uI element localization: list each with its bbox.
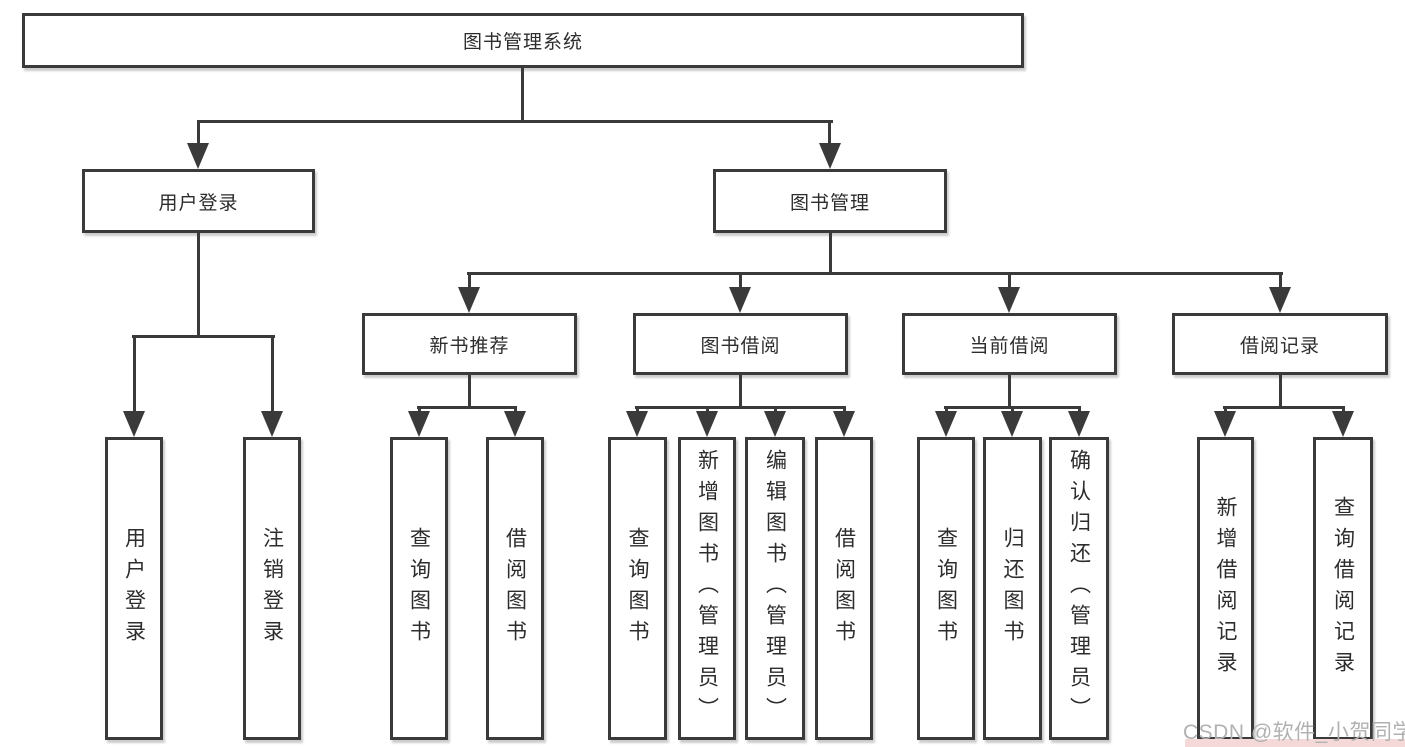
- leaf-logout: 注销登录: [243, 437, 301, 740]
- node-user-login: 用户登录: [82, 169, 315, 233]
- arrowhead-down-icon: [729, 287, 751, 313]
- arrowhead-down-icon: [187, 143, 209, 169]
- connector: [132, 335, 275, 338]
- connector: [417, 406, 517, 409]
- connector: [197, 121, 200, 147]
- node-borrow-records: 借阅记录: [1172, 313, 1388, 375]
- leaf-add-borrow-record: 新增借阅记录: [1197, 437, 1254, 740]
- leaf-label: 查询借阅记录: [1331, 495, 1355, 682]
- arrowhead-down-icon: [504, 411, 526, 437]
- leaf-borrow-books-recommend: 借阅图书: [486, 437, 544, 740]
- leaf-label: 借阅图书: [832, 526, 856, 651]
- leaf-query-books-borrow: 查询图书: [608, 437, 667, 740]
- node-book-borrow: 图书借阅: [633, 313, 848, 375]
- leaf-add-book-admin: 新增图书（管理员）: [678, 437, 736, 740]
- connector: [739, 273, 742, 289]
- leaf-label: 新增借阅记录: [1214, 495, 1237, 682]
- leaf-label: 新增图书（管理员）: [695, 449, 719, 728]
- arrowhead-down-icon: [1332, 411, 1354, 437]
- connector: [468, 375, 471, 408]
- watermark: CSDN @软件_小贺同学: [1183, 721, 1405, 744]
- arrowhead-down-icon: [123, 411, 145, 437]
- leaf-label: 注销登录: [260, 526, 284, 651]
- node-new-book-recommend: 新书推荐: [362, 313, 577, 375]
- leaf-label: 用户登录: [122, 526, 146, 651]
- leaf-label: 归还图书: [1001, 526, 1024, 651]
- connector: [829, 233, 832, 274]
- leaf-label: 查询图书: [407, 526, 431, 651]
- arrowhead-down-icon: [1214, 411, 1236, 437]
- arrowhead-down-icon: [626, 411, 648, 437]
- leaf-edit-book-admin: 编辑图书（管理员）: [745, 437, 805, 740]
- arrowhead-down-icon: [998, 287, 1020, 313]
- arrowhead-down-icon: [696, 411, 718, 437]
- connector: [828, 121, 831, 147]
- leaf-confirm-return-admin: 确认归还（管理员）: [1049, 437, 1109, 740]
- arrowhead-down-icon: [1269, 287, 1291, 313]
- leaf-user-login: 用户登录: [105, 437, 163, 740]
- arrowhead-down-icon: [458, 287, 480, 313]
- arrowhead-down-icon: [408, 411, 430, 437]
- connector: [197, 233, 200, 337]
- connector: [1279, 273, 1282, 289]
- node-book-management: 图书管理: [713, 169, 947, 233]
- connector: [521, 68, 524, 122]
- connector: [468, 273, 471, 289]
- connector: [1223, 406, 1345, 409]
- arrowhead-down-icon: [935, 411, 957, 437]
- leaf-label: 借阅图书: [503, 526, 527, 651]
- arrowhead-down-icon: [1068, 411, 1090, 437]
- leaf-query-borrow-record: 查询借阅记录: [1313, 437, 1373, 740]
- node-root: 图书管理系统: [22, 13, 1024, 68]
- leaf-return-books: 归还图书: [983, 437, 1042, 740]
- leaf-label: 查询图书: [626, 526, 649, 651]
- leaf-label: 查询图书: [934, 526, 958, 651]
- leaf-label: 确认归还（管理员）: [1067, 449, 1091, 728]
- arrowhead-down-icon: [1001, 411, 1023, 437]
- connector: [133, 336, 136, 413]
- leaf-label: 编辑图书（管理员）: [763, 449, 787, 728]
- watermark-accent-strip: [1185, 739, 1405, 747]
- leaf-query-books-current: 查询图书: [917, 437, 975, 740]
- connector: [1279, 375, 1282, 408]
- connector: [467, 272, 1283, 275]
- arrowhead-down-icon: [764, 411, 786, 437]
- leaf-query-books-recommend: 查询图书: [390, 437, 448, 740]
- connector: [1008, 375, 1011, 408]
- connector: [271, 336, 274, 413]
- arrowhead-down-icon: [819, 143, 841, 169]
- node-current-borrow: 当前借阅: [902, 313, 1117, 375]
- arrowhead-down-icon: [261, 411, 283, 437]
- connector: [197, 120, 833, 123]
- connector: [635, 406, 846, 409]
- arrowhead-down-icon: [833, 411, 855, 437]
- leaf-borrow-books-borrow: 借阅图书: [815, 437, 873, 740]
- connector: [739, 375, 742, 408]
- connector: [1008, 273, 1011, 289]
